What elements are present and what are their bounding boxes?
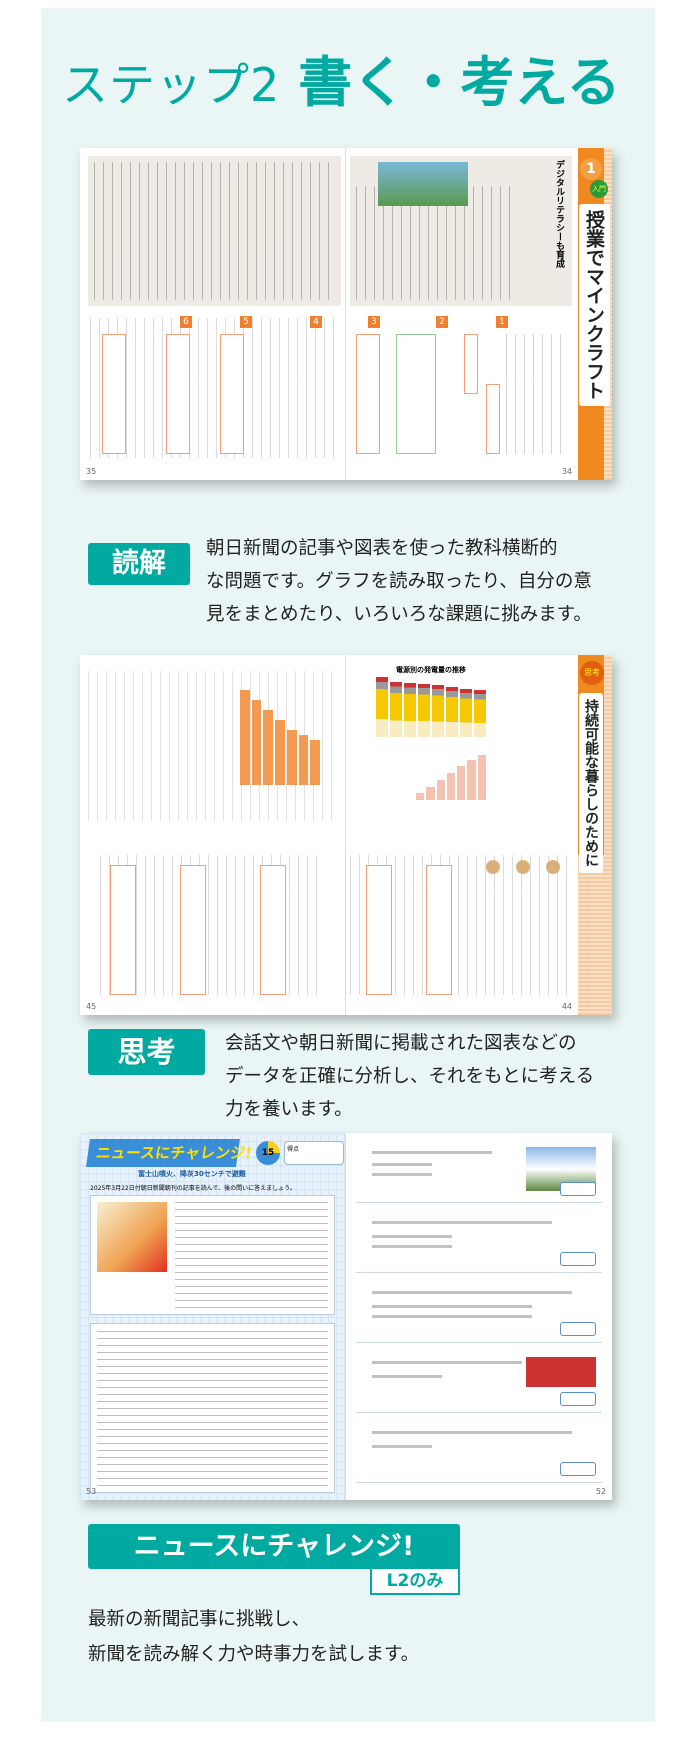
avatar <box>486 860 500 874</box>
lesson-title: 授業でマインクラフト <box>579 204 610 406</box>
left-page: ニュースにチャレンジ! 富士山噴火、降灰30センチで避難 15 得点 2025年… <box>80 1133 346 1500</box>
description-news: 最新の新聞記事に挑戦し、 新聞を読み解く力や時事力を試します。 <box>88 1609 420 1665</box>
ash-map-figure <box>97 1202 167 1272</box>
bar-chart-figure <box>240 685 321 785</box>
avatar <box>516 860 530 874</box>
l2-only-badge: L2のみ <box>370 1567 460 1595</box>
textbook-spread-news: ニュースにチャレンジ! 富士山噴火、降灰30センチで避難 15 得点 2025年… <box>80 1133 612 1500</box>
right-page: 電源別の発電量の推移 思考 持続可能な暮らしのために 44 <box>346 655 612 1015</box>
answer-box[interactable] <box>560 1462 596 1476</box>
score-box: 得点 <box>284 1141 344 1165</box>
timer-badge: 15 <box>256 1141 280 1165</box>
answer-box[interactable] <box>560 1182 596 1196</box>
line-bar-chart-figure <box>416 755 486 800</box>
step-label: ステップ2 <box>62 58 281 112</box>
article-photo <box>378 162 468 206</box>
stacked-bar-chart-figure <box>376 677 486 737</box>
avatar <box>546 860 560 874</box>
page-title: ステップ2 書く・考える <box>62 38 621 117</box>
lesson-title: 持続可能な暮らしのために <box>579 693 603 873</box>
step-title: 書く・考える <box>298 51 621 114</box>
description-reading: 朝日新聞の記事や図表を使った教科横断的 な問題です。グラフを読み取ったり、自分の… <box>206 538 592 625</box>
answer-box[interactable] <box>560 1252 596 1266</box>
chapter-band: 1 入門 授業でマインクラフト <box>578 148 612 480</box>
textbook-spread-thinking: 45 電源別の発電量の推移 思考 持続可能な暮らしのために 44 <box>80 655 612 1015</box>
answer-box[interactable] <box>560 1392 596 1406</box>
article-box <box>90 1195 335 1315</box>
chapter-band: 思考 持続可能な暮らしのために <box>578 655 612 1015</box>
answer-box[interactable] <box>560 1322 596 1336</box>
tag-thinking: 思考 <box>88 1029 205 1075</box>
right-page: 52 <box>346 1133 612 1500</box>
tag-news-challenge: ニュースにチャレンジ! <box>88 1524 460 1569</box>
news-photo <box>526 1357 596 1387</box>
tag-reading: 読解 <box>88 543 190 585</box>
description-thinking: 会話文や朝日新聞に掲載された図表などの データを正確に分析し、それをもとに考える… <box>225 1033 595 1120</box>
news-logo: ニュースにチャレンジ! <box>86 1139 253 1167</box>
left-page: 45 <box>80 655 346 1015</box>
